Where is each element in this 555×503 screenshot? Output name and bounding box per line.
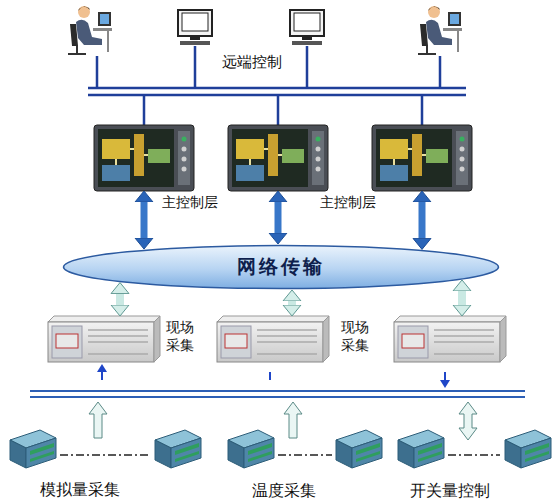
node-label: 现场采集	[166, 318, 197, 354]
layer-label: 温度采集	[252, 482, 316, 500]
field-pc-node: 现场采集	[48, 316, 160, 362]
computer-icon	[178, 10, 212, 45]
bus-drop	[97, 46, 440, 88]
computer-icon	[290, 10, 324, 45]
network-ellipse: 网络传输	[62, 244, 500, 290]
operator-icon	[418, 6, 462, 54]
remote-bus	[88, 88, 466, 95]
double-arrow	[419, 202, 426, 238]
node-label: 主控制层	[162, 193, 232, 211]
field-pc-node	[394, 316, 506, 362]
node-title: 网络传输	[237, 254, 325, 280]
layer-label: 远端控制	[222, 53, 282, 71]
industrial-pc-icon	[48, 316, 160, 362]
bus-drop	[144, 95, 422, 125]
industrial-pc-icon	[217, 316, 329, 362]
layer-label: 开关量控制	[410, 482, 490, 500]
hollow-arrow	[284, 402, 302, 438]
main-control-node: 主控制层	[228, 125, 328, 191]
main-control-node: 主控制层	[94, 125, 194, 191]
double-arrow	[141, 202, 148, 238]
industrial-pc-icon	[394, 316, 506, 362]
hollow-arrow	[459, 402, 477, 440]
field-bus	[30, 391, 525, 397]
io-module-icon	[336, 430, 382, 468]
layer-label: 模拟量采集	[40, 481, 120, 499]
io-arrow	[102, 372, 445, 380]
double-arrow	[288, 301, 296, 305]
io-module-icon	[505, 430, 551, 468]
node-label: 主控制层	[320, 193, 390, 211]
field-pc-node: 现场采集	[217, 316, 329, 362]
network-ellipse-shape	[64, 246, 499, 289]
double-arrow	[116, 294, 124, 305]
double-arrow	[275, 202, 282, 233]
operator-icon	[68, 6, 112, 54]
panel-pc-icon	[94, 125, 194, 191]
panel-pc-icon	[228, 125, 328, 191]
hollow-arrow	[89, 402, 107, 438]
main-control-node	[372, 125, 472, 191]
io-module-icon	[10, 430, 56, 468]
double-arrow	[458, 291, 466, 305]
panel-pc-icon	[372, 125, 472, 191]
dash-dot-line	[60, 454, 500, 456]
io-module-icon	[398, 430, 444, 468]
io-module-icon	[155, 430, 201, 468]
io-module-icon	[228, 430, 274, 468]
node-label: 现场采集	[341, 318, 372, 354]
